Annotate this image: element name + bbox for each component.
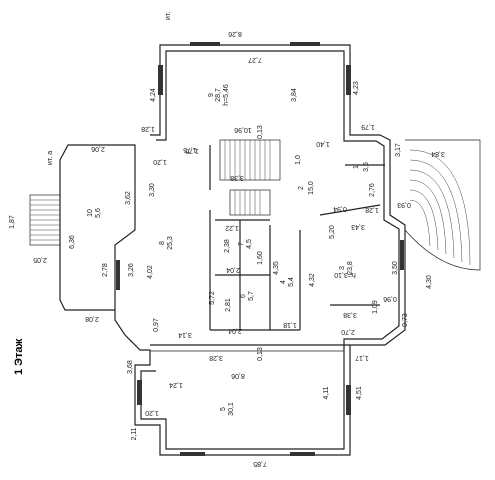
label-dim-2-70: 2,70 (341, 328, 355, 335)
label-dim-1-20b: 1,20 (145, 409, 159, 416)
label-dim-1-75b: 1,75 (183, 146, 197, 153)
label-dim-3-50: 3,50 (392, 261, 399, 275)
label-dim-3-43: 3,43 (351, 223, 365, 230)
label-dim-1-09: 1,09 (372, 300, 379, 314)
label-dim-1-60: 1,60 (257, 251, 264, 265)
label-room-8: 8 (159, 241, 166, 245)
axis-b-label: ит. (165, 12, 172, 20)
label-room-5: 5 (220, 407, 227, 411)
label-dim-2-05: 2,05 (33, 256, 47, 263)
left-entrance-stairs (29, 194, 61, 246)
label-dim-1-20: 1,20 (153, 158, 167, 165)
label-dim-8-06: 8,06 (231, 372, 245, 379)
label-room-7: 7 (238, 242, 245, 246)
label-dim-1-24: 1,24 (169, 381, 183, 388)
label-room-7-area: 4,5 (246, 239, 253, 249)
label-dim-1-0: 1,0 (295, 155, 302, 165)
label-dim-10-96: 10,96 (234, 126, 252, 133)
label-dim-4-32: 4,32 (309, 273, 316, 287)
label-room-9-height: h=5,46 (223, 84, 230, 106)
label-room-2-area: 15,0 (308, 181, 315, 195)
label-dim-4-02: 4,02 (147, 265, 154, 279)
label-dim-3-17: 3,17 (395, 143, 402, 157)
outer-walls (59, 44, 406, 456)
windows (116, 42, 404, 456)
label-room-4: 4 (280, 280, 287, 284)
label-dim-1-28: 1,28 (141, 125, 155, 132)
label-room-8-area: 25,3 (167, 236, 174, 250)
label-dim-2-78: 2,78 (102, 263, 109, 277)
label-dim-2-76: 2,76 (369, 183, 376, 197)
label-dim-0-13b: 0,13 (257, 347, 264, 361)
label-room-9-area: 28,7 (215, 88, 222, 102)
label-dim-1-75a: 1,75 (185, 147, 199, 154)
label-dim-5-72: 5,72 (209, 291, 216, 305)
label-dim-0-94: 0,94 (333, 205, 347, 212)
label-dim-1-40: 1,40 (316, 140, 330, 147)
label-room-1-area: 3,5 (363, 162, 370, 172)
label-dim-3-14: 3,14 (178, 331, 192, 338)
label-dim-1-28b: 1,28 (365, 206, 379, 213)
main-staircase (219, 139, 281, 216)
label-dim-6-36: 6,36 (69, 235, 76, 249)
label-dim-0-13: 0,13 (257, 125, 264, 139)
label-dim-4-24: 4,24 (150, 88, 157, 102)
label-room-4-area: 5,4 (288, 277, 295, 287)
label-dim-3-28: 3,28 (209, 354, 223, 361)
label-room-10-area: 5,6 (95, 208, 102, 218)
label-dim-3-84b: 3,84 (431, 150, 445, 157)
label-dim-5-20: 5,20 (329, 225, 336, 239)
label-dim-1-18: 1,18 (283, 321, 297, 328)
label-dim-2-38: 2,38 (224, 239, 231, 253)
label-dim-2-81: 2,81 (225, 298, 232, 312)
label-dim-4-11: 4,11 (323, 386, 330, 399)
label-dim-2-04a: 2,04 (226, 266, 240, 273)
floor-title: 1 Этаж (13, 338, 25, 375)
label-dim-0-96: 0,96 (383, 295, 397, 302)
label-room-6-area: 5,7 (248, 291, 255, 301)
label-dim-8-26: 8,26 (228, 30, 242, 37)
label-room-5-area: 30,1 (228, 402, 235, 416)
label-dim-1-22: 1,22 (225, 224, 239, 231)
label-dim-3-84: 3,84 (291, 88, 298, 102)
label-room-3-area: 23,8 (347, 261, 354, 275)
label-dim-7-85: 7,85 (253, 460, 267, 467)
label-dim-1-79: 1,79 (361, 123, 375, 130)
label-dim-2-11: 2,11 (131, 427, 138, 440)
label-dim-0-93: 0,93 (397, 201, 411, 208)
label-dim-3-26: 3,26 (128, 263, 135, 277)
label-dim-4-35: 4,35 (273, 261, 280, 275)
label-room-3: 3 (339, 266, 346, 270)
label-dim-7-27: 7,27 (248, 56, 262, 63)
axis-a-label: ит. а (47, 151, 54, 165)
plan-labels: 8,26 7,27 4,24 3,84 4,23 1,28 1,75 1,79 3,17 3,84… (9, 30, 445, 467)
label-dim-3-68: 3,68 (127, 360, 134, 374)
label-dim-2-04b: 2,04 (228, 327, 242, 334)
label-room-10: 10 (87, 209, 94, 217)
label-dim-3-38: 3,38 (230, 174, 244, 181)
label-dim-4-23: 4,23 (353, 81, 360, 95)
right-porch-stairs (404, 139, 481, 271)
label-dim-3-38b: 3,38 (343, 311, 357, 318)
label-dim-3-62: 3,62 (125, 191, 132, 205)
label-room-3-height: h=3,10 (334, 271, 356, 278)
label-room-2: 2 (298, 186, 305, 190)
label-dim-2-06: 2,06 (91, 145, 105, 152)
label-room-1: 1 (353, 165, 360, 169)
label-dim-0-73: 0,73 (402, 313, 409, 327)
label-dim-1-87: 1,87 (9, 215, 16, 229)
interior-walls (209, 145, 385, 331)
label-room-6: 6 (240, 294, 247, 298)
label-dim-3-30: 3,30 (149, 183, 156, 197)
label-dim-4-30: 4,30 (426, 275, 433, 289)
label-dim-4-51: 4,51 (356, 386, 363, 400)
label-dim-1-17: 1,17 (355, 354, 369, 361)
label-dim-0-97: 0,97 (153, 318, 160, 332)
label-dim-2-08: 2,08 (85, 315, 99, 322)
label-room-9: 9 (208, 93, 215, 97)
